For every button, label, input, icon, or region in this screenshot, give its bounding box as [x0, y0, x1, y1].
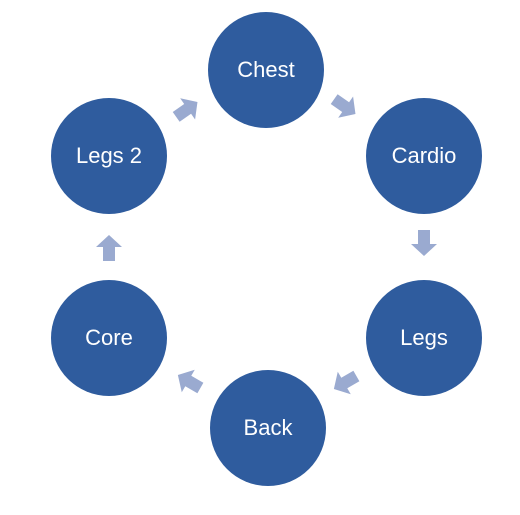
node-label-back: Back — [243, 415, 293, 440]
arrow-shape — [411, 230, 437, 256]
node-legs: Legs — [366, 280, 482, 396]
node-label-legs2: Legs 2 — [75, 143, 143, 168]
node-core: Core — [51, 280, 167, 396]
node-chest: Chest — [208, 12, 324, 128]
arrow-shape — [177, 369, 204, 394]
arrow-back-to-core — [177, 369, 204, 394]
arrow-chest-to-cardio — [330, 94, 356, 118]
node-legs2: Legs 2 — [51, 98, 167, 214]
arrow-legs-to-back — [333, 370, 360, 395]
arrow-shape — [330, 94, 356, 118]
node-label-cardio: Cardio — [391, 143, 457, 168]
arrow-core-to-legs2 — [96, 235, 122, 261]
node-label-legs: Legs — [400, 325, 448, 350]
node-back: Back — [210, 370, 326, 486]
arrow-cardio-to-legs — [411, 230, 437, 256]
arrow-shape — [96, 235, 122, 261]
node-cardio: Cardio — [366, 98, 482, 214]
arrow-shape — [172, 98, 198, 122]
node-label-chest: Chest — [237, 57, 295, 82]
arrow-shape — [333, 370, 360, 395]
node-label-core: Core — [85, 325, 133, 350]
arrow-legs2-to-chest — [172, 98, 198, 122]
